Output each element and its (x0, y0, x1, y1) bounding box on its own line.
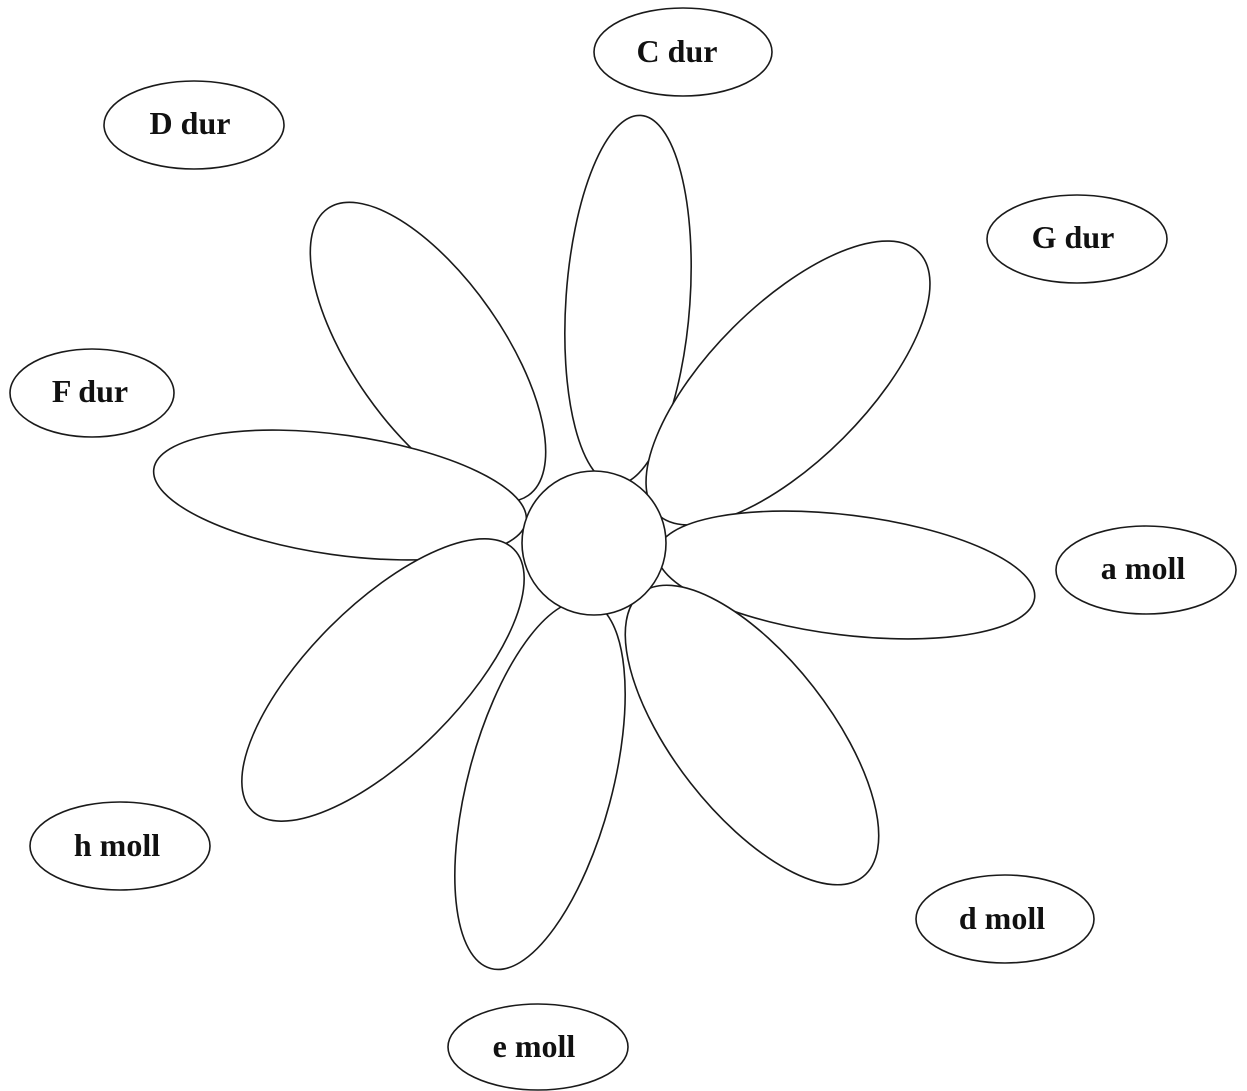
label-text: d moll (959, 900, 1045, 936)
flower-center (522, 471, 666, 615)
label-e-moll: e moll (448, 1004, 628, 1090)
label-text: e moll (493, 1028, 576, 1064)
label-g-dur: G dur (987, 195, 1167, 283)
label-d-dur: D dur (104, 81, 284, 169)
label-text: D dur (150, 105, 231, 141)
label-f-dur: F dur (10, 349, 174, 437)
label-a-moll: a moll (1056, 526, 1236, 614)
label-text: C dur (637, 33, 718, 69)
label-d-moll: d moll (916, 875, 1094, 963)
label-c-dur: C dur (594, 8, 772, 96)
label-text: G dur (1032, 219, 1115, 255)
label-text: h moll (74, 827, 160, 863)
label-h-moll: h moll (30, 802, 210, 890)
label-text: F dur (52, 373, 128, 409)
label-text: a moll (1101, 550, 1186, 586)
